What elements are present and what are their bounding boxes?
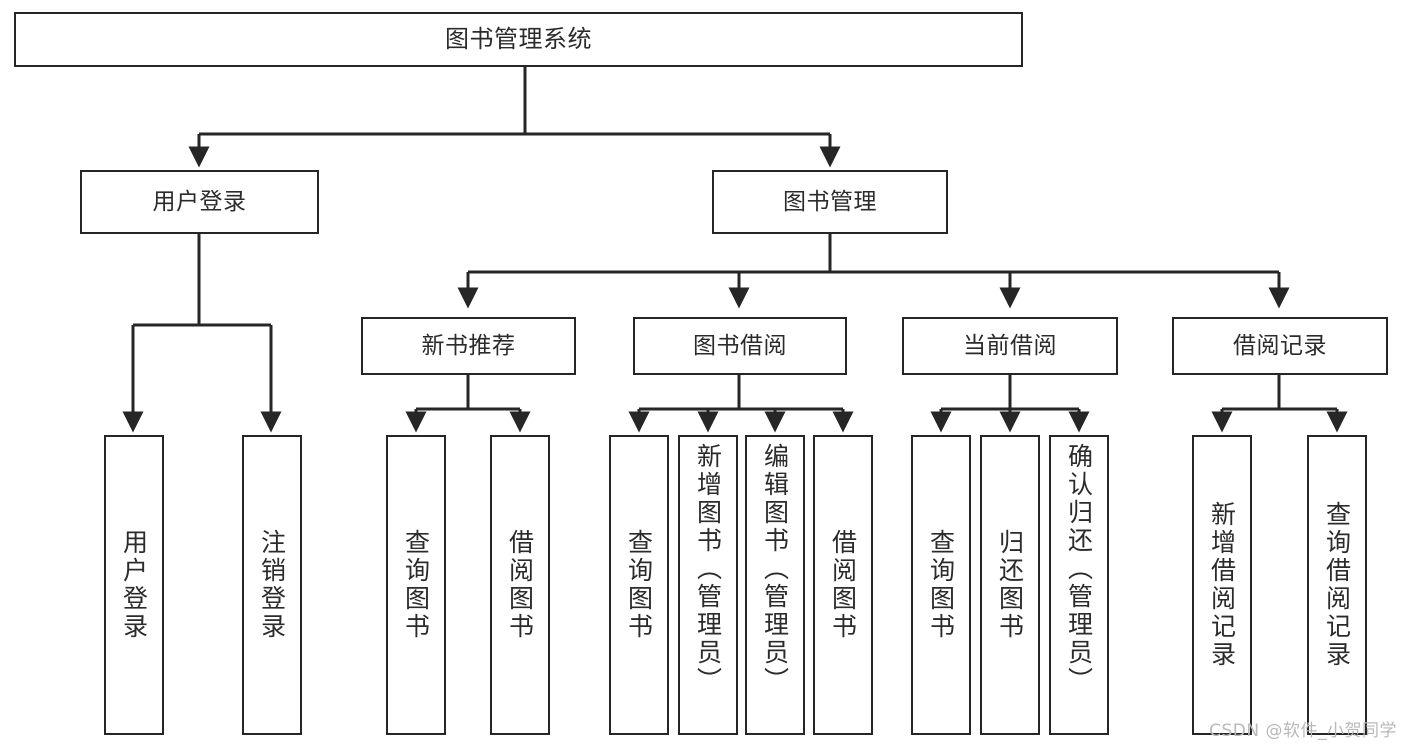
node-root[interactable]: 图书管理系统	[14, 12, 1023, 67]
leaf-query-book-2-label: 查询图书	[624, 529, 654, 641]
leaf-confirm-return-label: 确认归还（管理员）	[1064, 443, 1094, 695]
leaf-user-login[interactable]: 用户登录	[104, 435, 164, 735]
node-current-borrow-label: 当前借阅	[963, 332, 1057, 359]
leaf-add-book-label: 新增图书（管理员）	[693, 443, 723, 695]
leaf-query-book-1-label: 查询图书	[401, 529, 431, 641]
leaf-add-record-label: 新增借阅记录	[1207, 501, 1237, 669]
leaf-query-record-label: 查询借阅记录	[1322, 501, 1352, 669]
leaf-user-login-label: 用户登录	[119, 529, 149, 641]
leaf-borrow-book-1[interactable]: 借阅图书	[490, 435, 550, 735]
leaf-borrow-book-2[interactable]: 借阅图书	[813, 435, 873, 735]
leaf-logout[interactable]: 注销登录	[242, 435, 302, 735]
node-new-book-recommend-label: 新书推荐	[421, 332, 516, 359]
csdn-watermark: CSDN @软件_小贺同学	[1209, 721, 1397, 741]
leaf-return-book-label: 归还图书	[995, 529, 1025, 641]
leaf-query-book-3-label: 查询图书	[926, 529, 956, 641]
leaf-add-record[interactable]: 新增借阅记录	[1192, 435, 1252, 735]
leaf-query-book-2[interactable]: 查询图书	[609, 435, 669, 735]
leaf-logout-label: 注销登录	[257, 529, 287, 641]
node-user-login-label: 用户登录	[152, 188, 247, 215]
node-current-borrow[interactable]: 当前借阅	[902, 317, 1118, 375]
leaf-borrow-book-1-label: 借阅图书	[505, 529, 535, 641]
node-book-borrow-label: 图书借阅	[693, 332, 787, 359]
node-book-management[interactable]: 图书管理	[712, 170, 948, 234]
leaf-return-book[interactable]: 归还图书	[980, 435, 1040, 735]
leaf-borrow-book-2-label: 借阅图书	[828, 529, 858, 641]
leaf-query-record[interactable]: 查询借阅记录	[1307, 435, 1367, 735]
node-root-label: 图书管理系统	[445, 24, 592, 53]
leaf-edit-book-label: 编辑图书（管理员）	[760, 443, 790, 695]
node-book-management-label: 图书管理	[783, 188, 877, 215]
node-book-borrow[interactable]: 图书借阅	[633, 317, 847, 375]
node-new-book-recommend[interactable]: 新书推荐	[361, 317, 576, 375]
node-user-login[interactable]: 用户登录	[80, 170, 319, 234]
leaf-query-book-3[interactable]: 查询图书	[911, 435, 971, 735]
leaf-edit-book[interactable]: 编辑图书（管理员）	[745, 435, 805, 735]
leaf-add-book[interactable]: 新增图书（管理员）	[678, 435, 738, 735]
leaf-query-book-1[interactable]: 查询图书	[386, 435, 446, 735]
node-borrow-record-label: 借阅记录	[1233, 332, 1327, 359]
leaf-confirm-return[interactable]: 确认归还（管理员）	[1049, 435, 1109, 735]
node-borrow-record[interactable]: 借阅记录	[1172, 317, 1388, 375]
